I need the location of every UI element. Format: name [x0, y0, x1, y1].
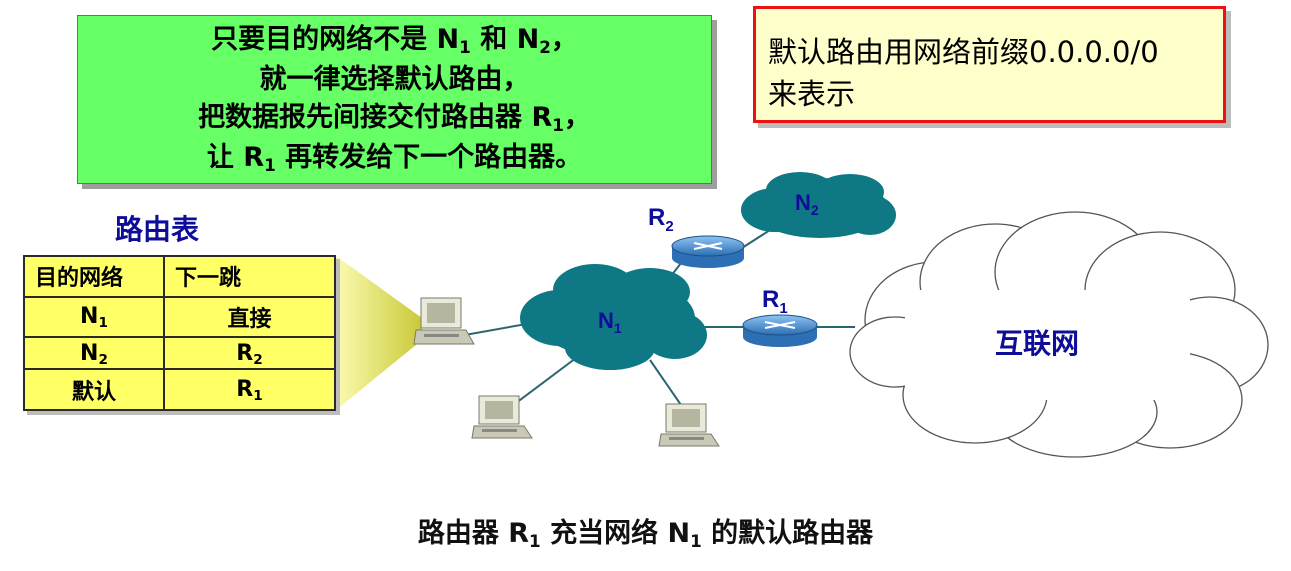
row-destination: N1	[23, 295, 165, 339]
header-next-hop: 下一跳	[163, 255, 336, 298]
n1-network-cloud	[520, 264, 707, 370]
prefix-note-line-1: 默认路由用网络前缀0.0.0.0/0	[768, 35, 1159, 69]
table-header-row: 目的网络 下一跳	[23, 255, 336, 298]
row-next-hop: 直接	[163, 295, 336, 339]
prefix-note-line-2: 来表示	[768, 77, 856, 111]
row-next-hop: R2	[163, 336, 336, 371]
table-row: N2 R2	[23, 336, 336, 371]
explanation-line-3: 把数据报先间接交付路由器 R1，	[198, 101, 591, 135]
default-route-prefix-note: 默认路由用网络前缀0.0.0.0/0 来表示	[753, 6, 1226, 123]
host-computer-icon-1	[413, 297, 475, 345]
figure-caption: 路由器 R1 充当网络 N1 的默认路由器	[417, 518, 874, 552]
n2-label: N2	[795, 190, 819, 218]
explanation-line-2: 就一律选择默认路由，	[259, 63, 530, 95]
internet-cloud-fill	[905, 290, 1190, 400]
routing-table: 目的网络 下一跳 N1 直接 N2 R2 默认 R1	[23, 255, 336, 411]
header-destination: 目的网络	[23, 255, 165, 298]
explanation-line-4: 让 R1 再转发给下一个路由器。	[206, 141, 583, 175]
default-route-explanation: 只要目的网络不是 N1 和 N2， 就一律选择默认路由， 把数据报先间接交付路由…	[77, 15, 712, 184]
r1-label: R1	[762, 286, 788, 317]
row-destination: N2	[23, 336, 165, 371]
row-next-hop: R1	[163, 368, 336, 411]
router-r2-icon	[671, 235, 745, 268]
host-computer-icon-2	[471, 395, 533, 439]
spotlight-cone	[336, 256, 422, 410]
internet-label: 互联网	[995, 328, 1079, 359]
router-r1-icon	[742, 314, 818, 347]
explanation-line-1: 只要目的网络不是 N1 和 N2，	[211, 23, 578, 57]
routing-table-title: 路由表	[115, 213, 200, 246]
row-destination: 默认	[23, 368, 165, 411]
n2-network-cloud	[741, 172, 896, 238]
r2-label: R2	[648, 204, 674, 235]
table-row: N1 直接	[23, 295, 336, 339]
table-row: 默认 R1	[23, 368, 336, 411]
host-computer-icon-3	[658, 403, 720, 447]
n1-label: N1	[598, 308, 622, 336]
